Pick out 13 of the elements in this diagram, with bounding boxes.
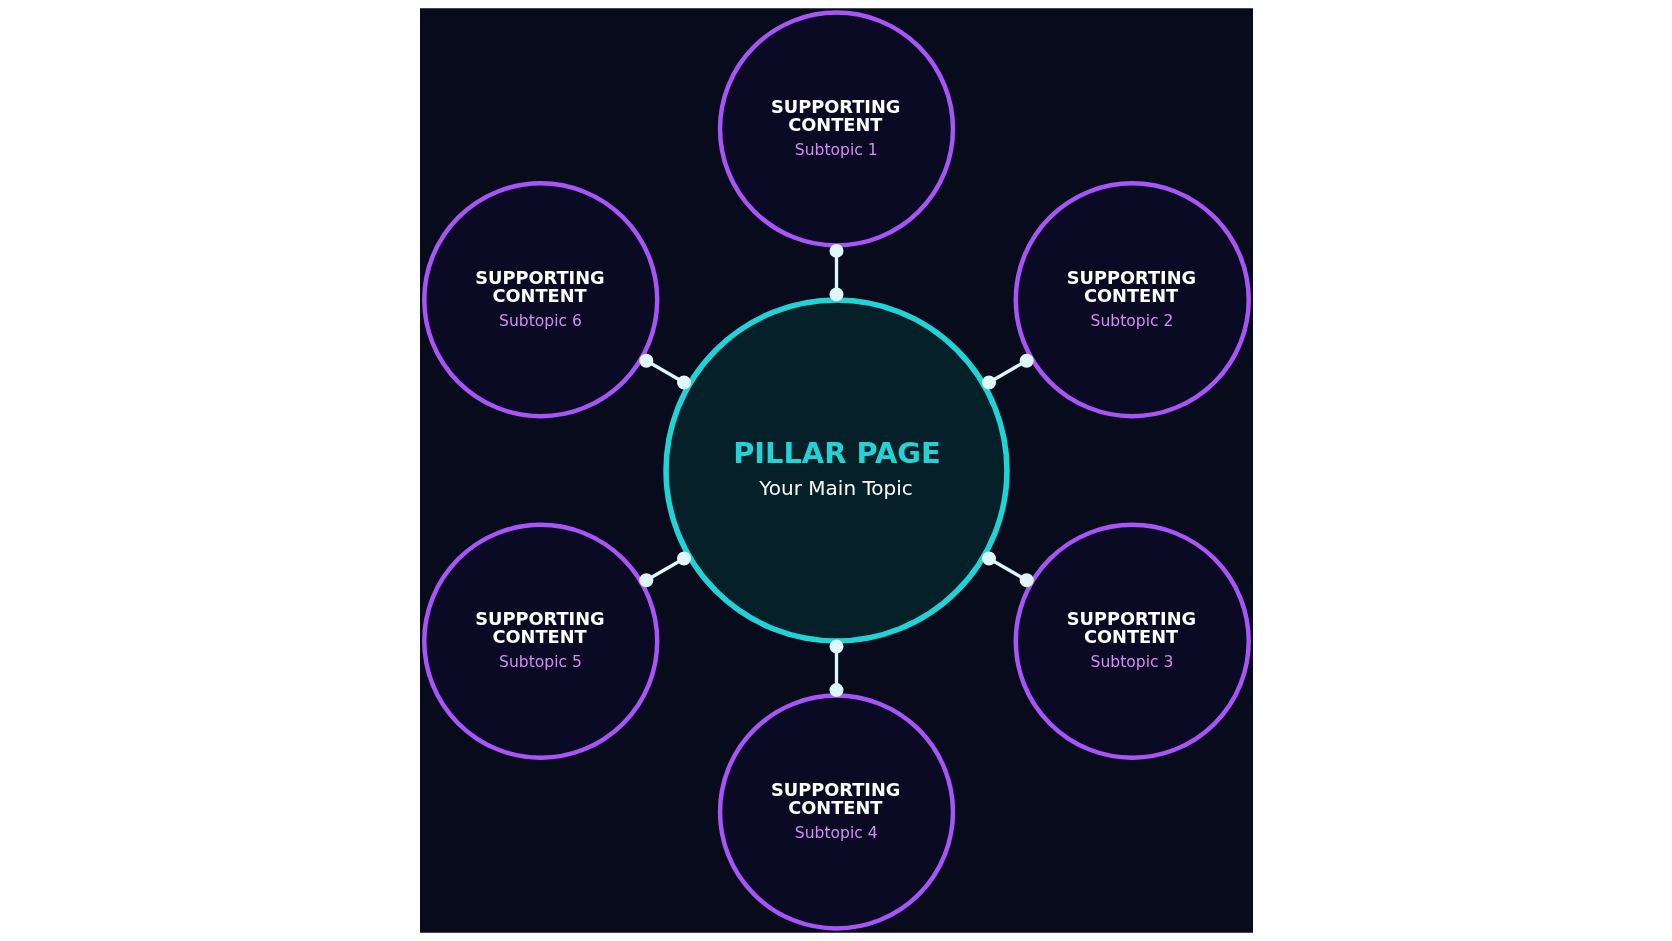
node-circle: SUPPORTING CONTENT Subtopic 3 xyxy=(1013,522,1251,760)
node-circle: SUPPORTING CONTENT Subtopic 2 xyxy=(1013,181,1251,419)
connector xyxy=(981,551,1034,588)
node-circle: SUPPORTING CONTENT Subtopic 5 xyxy=(421,522,659,760)
connector xyxy=(829,243,843,302)
connector xyxy=(638,551,691,588)
node-circle: SUPPORTING CONTENT Subtopic 6 xyxy=(421,181,659,419)
connector xyxy=(829,639,843,698)
node-circle: SUPPORTING CONTENT Subtopic 1 xyxy=(717,10,955,248)
node-circle: SUPPORTING CONTENT Subtopic 4 xyxy=(717,693,955,931)
node-circle: PILLAR PAGE Your Main Topic xyxy=(662,297,1010,644)
connector xyxy=(638,353,691,390)
connector xyxy=(981,353,1034,390)
